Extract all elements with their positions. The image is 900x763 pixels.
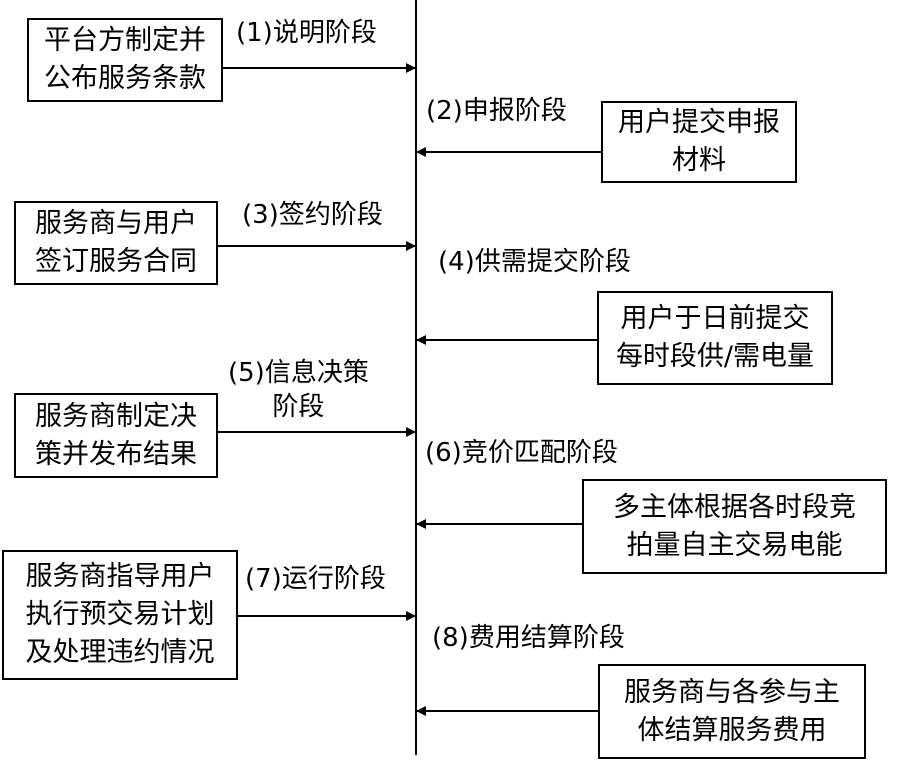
stage-7-label: (7)运行阶段 [245,562,386,596]
stage-4-box-line-2: 每时段供/需电量 [615,341,815,372]
stage-5-label: (5)信息决策 阶段 [228,356,369,424]
stage-8-box: 服务商与各参与主 体结算服务费用 [598,664,866,759]
stage-6-box-line-2: 拍量自主交易电能 [626,529,843,561]
stage-6-box-line-1: 多主体根据各时段竞 [613,491,856,523]
stage-6-label: (6)竞价匹配阶段 [425,436,618,470]
stage-4-box: 用户于日前提交 每时段供/需电量 [597,291,833,385]
stage-2-box: 用户提交申报 材料 [601,101,797,183]
stage-3-box: 服务商与用户 签订服务合同 [14,201,218,285]
stage-4-box-line-1: 用户于日前提交 [620,303,810,334]
stage-7-box-line-1: 服务商指导用户 [25,561,215,592]
stage-8-label: (8)费用结算阶段 [432,621,625,655]
stage-3-box-line-1: 服务商与用户 [35,208,197,239]
stage-3-label: (3)签约阶段 [242,198,383,232]
stage-6-label-line-1: (6)竞价匹配阶段 [425,438,618,468]
stage-3-label-line-1: (3)签约阶段 [242,200,383,230]
stage-1-box-line-2: 公布服务条款 [44,63,206,94]
stage-5-box-line-2: 策并发布结果 [35,438,197,470]
stage-2-label: (2)申报阶段 [426,94,567,128]
stage-5-label-line-1: (5)信息决策 [228,358,369,388]
stage-5-label-line-2: 阶段 [272,392,325,422]
stage-1-box-line-1: 平台方制定并 [44,25,206,56]
stage-8-box-line-2: 体结算服务费用 [637,714,827,746]
stage-7-box-line-2: 执行预交易计划 [25,599,215,630]
stage-1-box: 平台方制定并 公布服务条款 [27,18,223,102]
stage-8-label-line-1: (8)费用结算阶段 [432,623,625,653]
stage-7-box: 服务商指导用户 执行预交易计划 及处理违约情况 [2,550,238,680]
stage-4-label-line-1: (4)供需提交阶段 [438,247,631,277]
stage-1-label-line-1: (1)说明阶段 [236,18,377,48]
stage-7-box-line-3: 及处理违约情况 [25,637,215,668]
stage-3-box-line-2: 签订服务合同 [35,246,197,277]
stage-2-box-line-2: 材料 [672,145,726,176]
stage-5-box-line-1: 服务商制定决 [35,400,197,432]
stage-6-box: 多主体根据各时段竞 拍量自主交易电能 [582,479,887,574]
stage-2-label-line-1: (2)申报阶段 [426,96,567,126]
stage-8-box-line-1: 服务商与各参与主 [624,676,840,708]
stage-7-label-line-1: (7)运行阶段 [245,564,386,594]
stage-1-label: (1)说明阶段 [236,16,377,50]
stage-4-label: (4)供需提交阶段 [438,245,631,279]
stage-5-box: 服务商制定决 策并发布结果 [14,393,218,478]
stage-2-box-line-1: 用户提交申报 [618,107,780,138]
